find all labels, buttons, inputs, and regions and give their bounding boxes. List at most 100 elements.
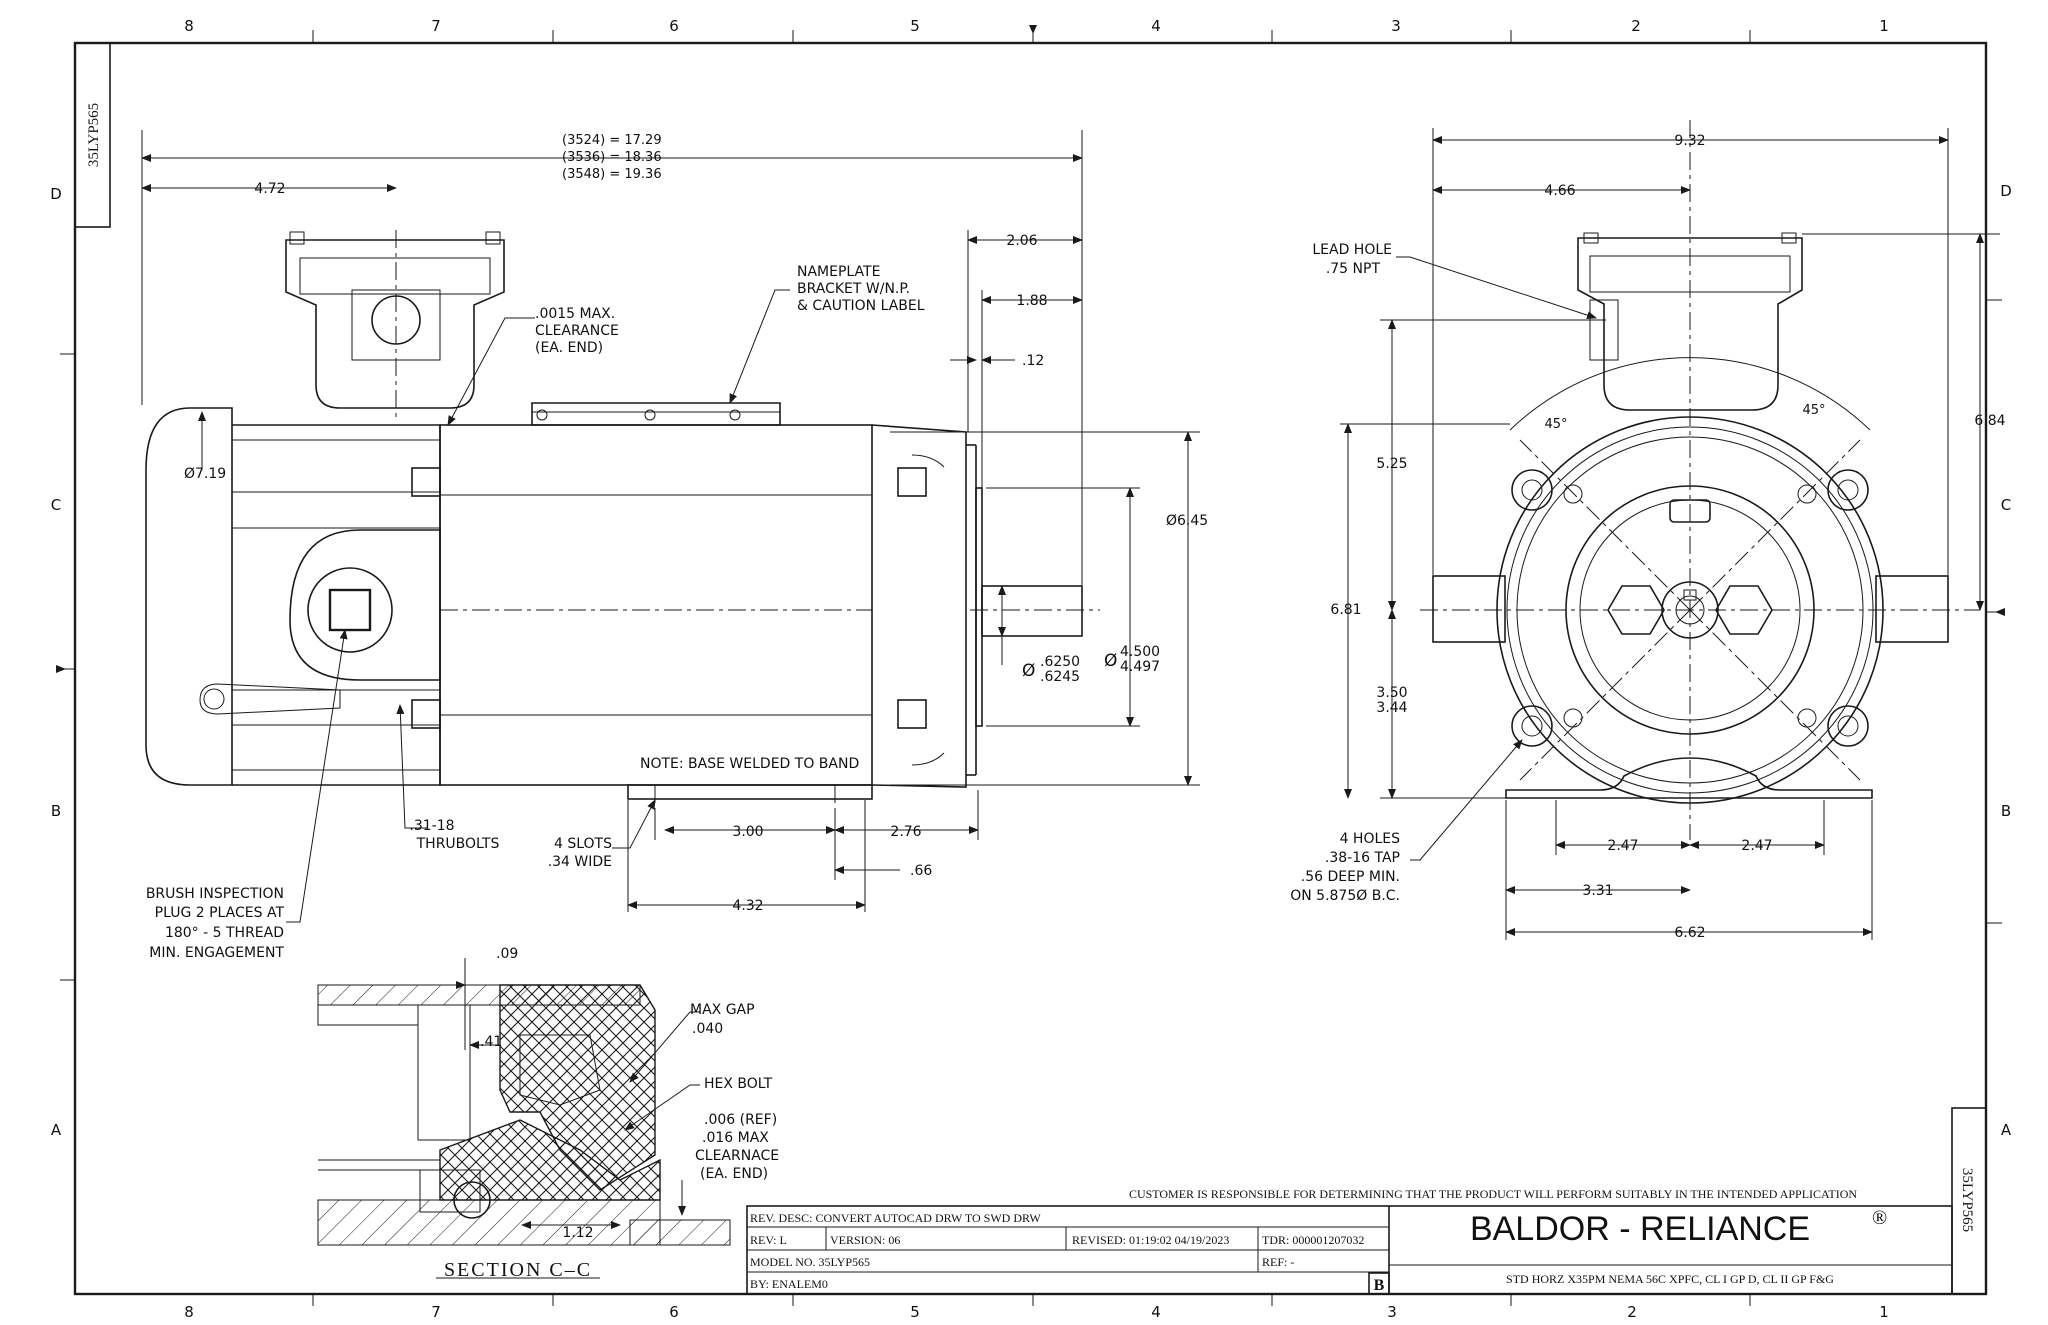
- dim-shaft-6250: .6250: [1040, 654, 1080, 670]
- zone-col-top-7: 7: [431, 17, 441, 35]
- note-thrubolts-1: .31-18: [409, 818, 454, 834]
- dim-dia-7-19: Ø7.19: [184, 466, 226, 482]
- tb-revised: REVISED: 01:19:02 04/19/2023: [1072, 1233, 1229, 1247]
- tb-size: B: [1374, 1277, 1385, 1294]
- tb-ref: REF: -: [1262, 1255, 1294, 1269]
- dim-overall-length-1: (3524) = 17.29: [562, 133, 662, 148]
- dim-pilot-phi: Ø: [1104, 651, 1117, 671]
- dim-6-84: 6.84: [1974, 413, 2005, 429]
- side-tag-right: 35LYP565: [1959, 1168, 1975, 1232]
- zone-col-top-1: 1: [1879, 17, 1889, 35]
- tb-company: BALDOR - RELIANCE: [1470, 1210, 1810, 1248]
- dim-0-66: .66: [910, 863, 932, 879]
- section-hex-bolt: HEX BOLT: [704, 1076, 773, 1092]
- zone-col-top-5: 5: [910, 17, 920, 35]
- note-lead-hole-2: .75 NPT: [1326, 261, 1381, 277]
- tb-version: VERSION: 06: [830, 1233, 900, 1247]
- side-tag-left: 35LYP565: [86, 103, 102, 167]
- section-title: SECTION C–C: [444, 1259, 592, 1281]
- note-brush-1: BRUSH INSPECTION: [146, 886, 284, 902]
- tb-description: STD HORZ X35PM NEMA 56C XPFC, CL I GP D,…: [1506, 1272, 1834, 1286]
- zone-col-bottom-1: 1: [1879, 1303, 1889, 1321]
- zone-col-top-3: 3: [1391, 17, 1401, 35]
- dim-pilot-4-500: 4.500: [1120, 644, 1160, 660]
- dim-0-12: .12: [1022, 353, 1044, 369]
- note-brush-4: MIN. ENGAGEMENT: [149, 945, 284, 961]
- zone-col-bottom-2: 2: [1627, 1303, 1637, 1321]
- zone-row-left-d: D: [50, 185, 62, 203]
- tb-tdr: TDR: 000001207032: [1262, 1233, 1364, 1247]
- dim-dia-6-45: Ø6.45: [1166, 513, 1208, 529]
- zone-col-top-6: 6: [669, 17, 679, 35]
- dim-3-44: 3.44: [1376, 700, 1407, 716]
- tb-rev: REV: L: [750, 1233, 787, 1247]
- zone-col-bottom-7: 7: [431, 1303, 441, 1321]
- zone-col-top-2: 2: [1631, 17, 1641, 35]
- dim-3-31: 3.31: [1582, 883, 1613, 899]
- zone-row-right-b: B: [2001, 802, 2011, 820]
- dim-2-47-left: 2.47: [1607, 838, 1638, 854]
- note-slots-1: 4 SLOTS: [554, 836, 612, 852]
- zone-col-bottom-5: 5: [910, 1303, 920, 1321]
- zone-row-left-c: C: [51, 496, 61, 514]
- zone-row-right-c: C: [2001, 496, 2011, 514]
- note-holes-2: .38-16 TAP: [1325, 850, 1400, 866]
- note-slots-2: .34 WIDE: [548, 854, 612, 870]
- dim-9-32: 9.32: [1674, 133, 1705, 149]
- section-max-gap-2: .040: [692, 1021, 723, 1037]
- tb-by: BY: ENALEM0: [750, 1277, 828, 1291]
- side-view-dimensions: [141, 130, 1200, 923]
- dim-2-76: 2.76: [890, 824, 921, 840]
- note-brush-3: 180° - 5 THREAD: [165, 925, 284, 941]
- zone-col-top-4: 4: [1151, 17, 1161, 35]
- section-c-c: [317, 958, 731, 1279]
- angle-right-45: 45°: [1802, 403, 1825, 418]
- zone-col-bottom-8: 8: [184, 1303, 194, 1321]
- section-dim-0-41: .41: [480, 1034, 502, 1050]
- dim-2-47-right: 2.47: [1741, 838, 1772, 854]
- zone-col-bottom-4: 4: [1151, 1303, 1161, 1321]
- dim-4-32: 4.32: [732, 898, 763, 914]
- zone-col-top-8: 8: [184, 17, 194, 35]
- dim-2-06: 2.06: [1006, 233, 1037, 249]
- section-max-gap-1: MAX GAP: [690, 1002, 755, 1018]
- dim-pilot-4-497: 4.497: [1120, 659, 1160, 675]
- note-nameplate-2: BRACKET W/N.P.: [797, 281, 910, 297]
- note-thrubolts-2: THRUBOLTS: [416, 836, 500, 852]
- end-view: [1420, 120, 1980, 840]
- dim-1-88: 1.88: [1016, 293, 1047, 309]
- dim-3-50: 3.50: [1376, 685, 1407, 701]
- note-base-welded: NOTE: BASE WELDED TO BAND: [640, 756, 859, 772]
- note-clearance-3: (EA. END): [535, 340, 603, 356]
- angle-left-45: 45°: [1544, 417, 1567, 432]
- note-clearance-1: .0015 MAX.: [535, 306, 615, 322]
- dim-4-72: 4.72: [254, 181, 285, 197]
- dim-5-25: 5.25: [1376, 456, 1407, 472]
- section-dim-0-09: .09: [496, 946, 518, 962]
- note-holes-4: ON 5.875Ø B.C.: [1290, 888, 1400, 904]
- note-holes-3: .56 DEEP MIN.: [1301, 869, 1400, 885]
- dim-shaft-phi: Ø: [1022, 661, 1035, 681]
- zone-row-left-a: A: [51, 1121, 62, 1139]
- tb-model: MODEL NO. 35LYP565: [750, 1255, 870, 1269]
- note-nameplate-3: & CAUTION LABEL: [797, 298, 925, 314]
- section-dim-1-12: 1.12: [562, 1225, 593, 1241]
- section-clearance-2: .016 MAX: [702, 1130, 769, 1146]
- dim-4-66: 4.66: [1544, 183, 1575, 199]
- dim-overall-length-2: (3536) = 18.36: [562, 150, 662, 165]
- note-clearance-2: CLEARANCE: [535, 323, 619, 339]
- section-clearance-1: .006 (REF): [704, 1112, 777, 1128]
- tb-registered: ®: [1872, 1207, 1887, 1229]
- title-block: [746, 1205, 1953, 1295]
- section-clearance-4: (EA. END): [700, 1166, 768, 1182]
- dim-overall-length-3: (3548) = 19.36: [562, 167, 662, 182]
- side-view: [145, 230, 1100, 810]
- dim-6-62: 6.62: [1674, 925, 1705, 941]
- tb-rev-desc: REV. DESC: CONVERT AUTOCAD DRW TO SWD DR…: [750, 1211, 1041, 1225]
- zone-col-bottom-3: 3: [1387, 1303, 1397, 1321]
- zone-row-left-b: B: [51, 802, 61, 820]
- note-brush-2: PLUG 2 PLACES AT: [155, 905, 285, 921]
- zone-col-bottom-6: 6: [669, 1303, 679, 1321]
- section-clearance-3: CLEARNACE: [695, 1148, 779, 1164]
